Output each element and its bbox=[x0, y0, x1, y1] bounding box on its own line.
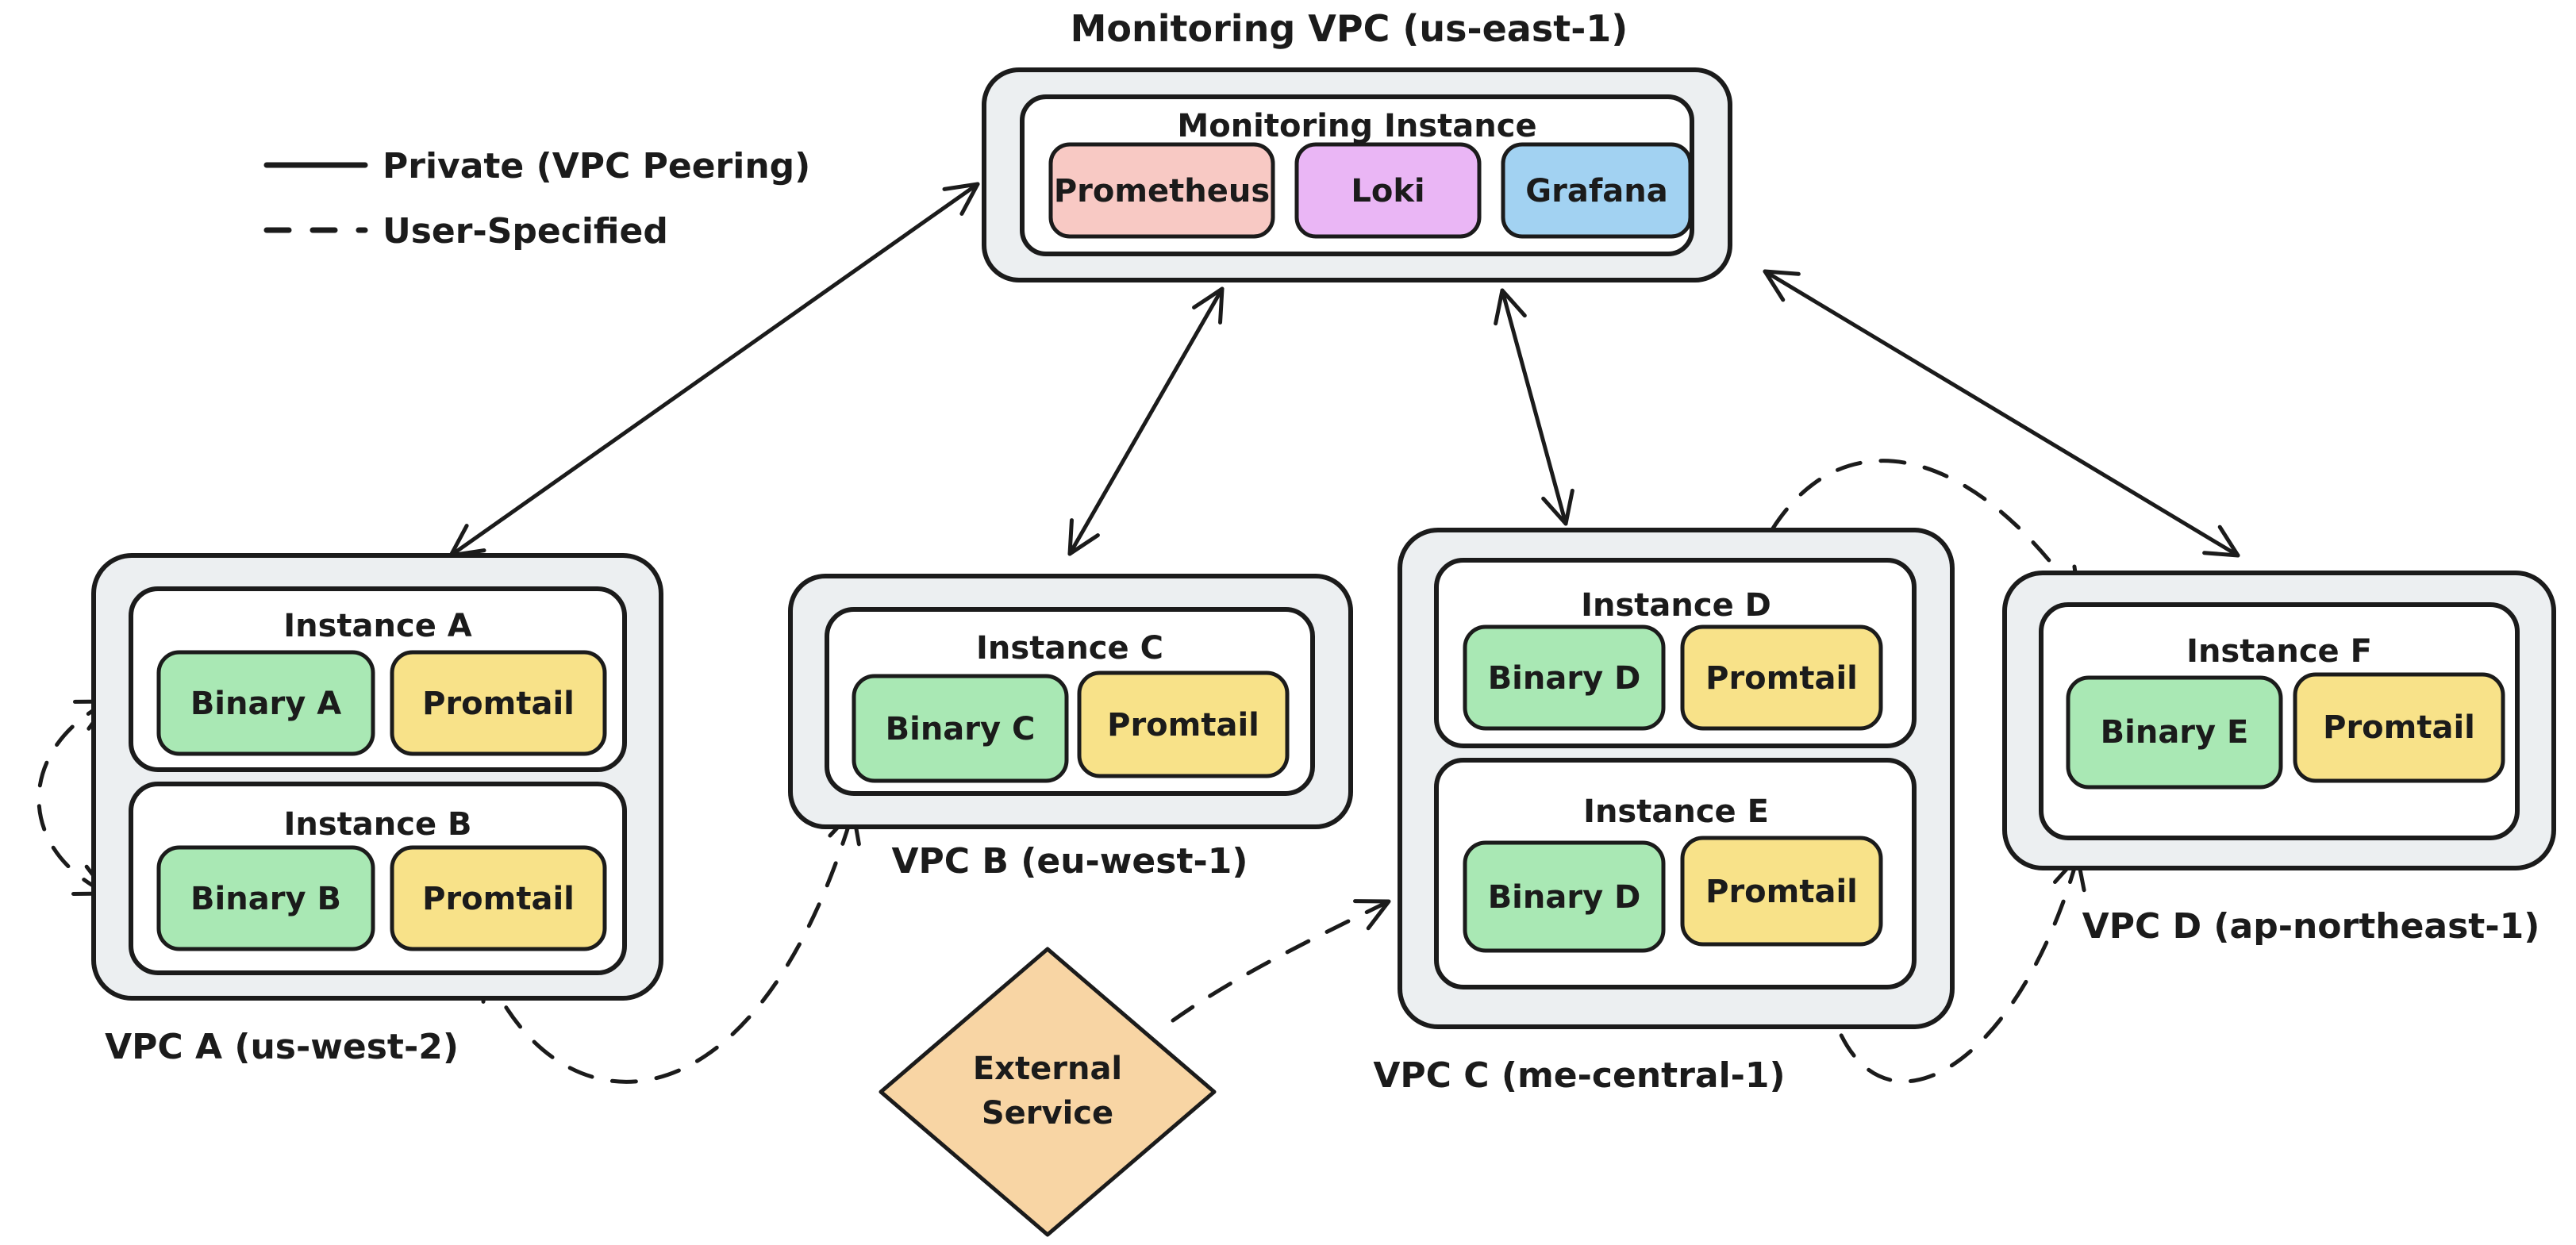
binary-d-label: Binary D bbox=[1488, 660, 1641, 697]
loki-node bbox=[1294, 142, 1482, 239]
binary-b-label: Binary B bbox=[190, 881, 341, 917]
binary-e-node bbox=[2066, 675, 2283, 790]
instance-f-title: Instance F bbox=[2186, 633, 2372, 670]
instance-d-title: Instance D bbox=[1581, 587, 1771, 624]
loki-label: Loki bbox=[1351, 173, 1424, 209]
grafana-node bbox=[1501, 142, 1693, 239]
legend-user-specified-label: User-Specified bbox=[383, 211, 668, 252]
legend-private-label: Private (VPC Peering) bbox=[383, 146, 810, 186]
monitoring-instance-title: Monitoring Instance bbox=[1177, 108, 1536, 144]
prometheus-label: Prometheus bbox=[1054, 173, 1270, 209]
vpc-c: Instance D Binary D Promtail Instance E … bbox=[1373, 528, 1955, 1096]
promtail-e-node bbox=[1680, 836, 1883, 947]
vpc-a-label: VPC A (us-west-2) bbox=[105, 1027, 459, 1067]
edge-monitoring-vpc-c bbox=[1494, 288, 1574, 526]
external-service: External Service bbox=[879, 947, 1217, 1237]
binary-c-node bbox=[852, 674, 1069, 783]
binary-d-node bbox=[1463, 624, 1666, 731]
external-service-label-line2: Service bbox=[982, 1095, 1113, 1132]
promtail-d-label: Promtail bbox=[1705, 660, 1858, 697]
promtail-c-label: Promtail bbox=[1107, 707, 1259, 744]
vpc-b: Instance C Binary C Promtail VPC B (eu-w… bbox=[788, 574, 1353, 882]
monitoring-vpc: Monitoring VPC (us-east-1) Monitoring In… bbox=[982, 7, 1732, 282]
external-service-label-line1: External bbox=[973, 1051, 1122, 1087]
grafana-label: Grafana bbox=[1525, 173, 1667, 209]
promtail-e-label: Promtail bbox=[1705, 874, 1858, 910]
instance-a-title: Instance A bbox=[283, 608, 472, 644]
connections bbox=[37, 182, 2240, 1084]
binary-a-label: Binary A bbox=[190, 686, 341, 722]
promtail-b-node bbox=[390, 845, 607, 951]
binary-c-label: Binary C bbox=[886, 711, 1036, 747]
promtail-a-label: Promtail bbox=[422, 686, 575, 722]
binary-d2-node bbox=[1463, 840, 1666, 953]
external-service-diamond bbox=[879, 947, 1217, 1237]
promtail-d-node bbox=[1680, 624, 1883, 731]
prometheus-node bbox=[1048, 142, 1275, 239]
edge-vpc-a-vpc-b bbox=[481, 809, 861, 1084]
instance-b-title: Instance B bbox=[283, 806, 471, 843]
binary-a-node bbox=[156, 650, 375, 756]
vpc-c-label: VPC C (me-central-1) bbox=[1373, 1055, 1785, 1096]
binary-e-label: Binary E bbox=[2101, 714, 2249, 751]
legend: Private (VPC Peering) User-Specified bbox=[263, 146, 810, 252]
monitoring-vpc-title: Monitoring VPC (us-east-1) bbox=[1071, 7, 1628, 50]
edge-instance-d-instance-f bbox=[1747, 459, 2082, 602]
binary-d2-label: Binary D bbox=[1488, 879, 1641, 916]
binary-b-node bbox=[156, 845, 375, 951]
promtail-a-node bbox=[390, 650, 607, 756]
promtail-b-label: Promtail bbox=[422, 881, 575, 917]
promtail-f-node bbox=[2293, 672, 2505, 783]
instance-e-title: Instance E bbox=[1583, 793, 1769, 830]
edge-monitoring-vpc-a bbox=[448, 182, 980, 558]
edge-instance-e-instance-f bbox=[1817, 855, 2086, 1084]
promtail-c-node bbox=[1077, 671, 1290, 778]
vpc-a: Instance A Binary A Promtail Instance B … bbox=[91, 553, 663, 1067]
vpc-d: Instance F Binary E Promtail VPC D (ap-n… bbox=[2002, 571, 2556, 947]
promtail-f-label: Promtail bbox=[2323, 709, 2475, 746]
vpc-d-label: VPC D (ap-northeast-1) bbox=[2082, 906, 2540, 947]
instance-c-title: Instance C bbox=[976, 630, 1163, 667]
edge-monitoring-vpc-d bbox=[1763, 269, 2240, 558]
edge-monitoring-vpc-b bbox=[1067, 286, 1225, 556]
edge-external-instance-e bbox=[1171, 899, 1391, 1023]
vpc-b-label: VPC B (eu-west-1) bbox=[891, 841, 1248, 882]
